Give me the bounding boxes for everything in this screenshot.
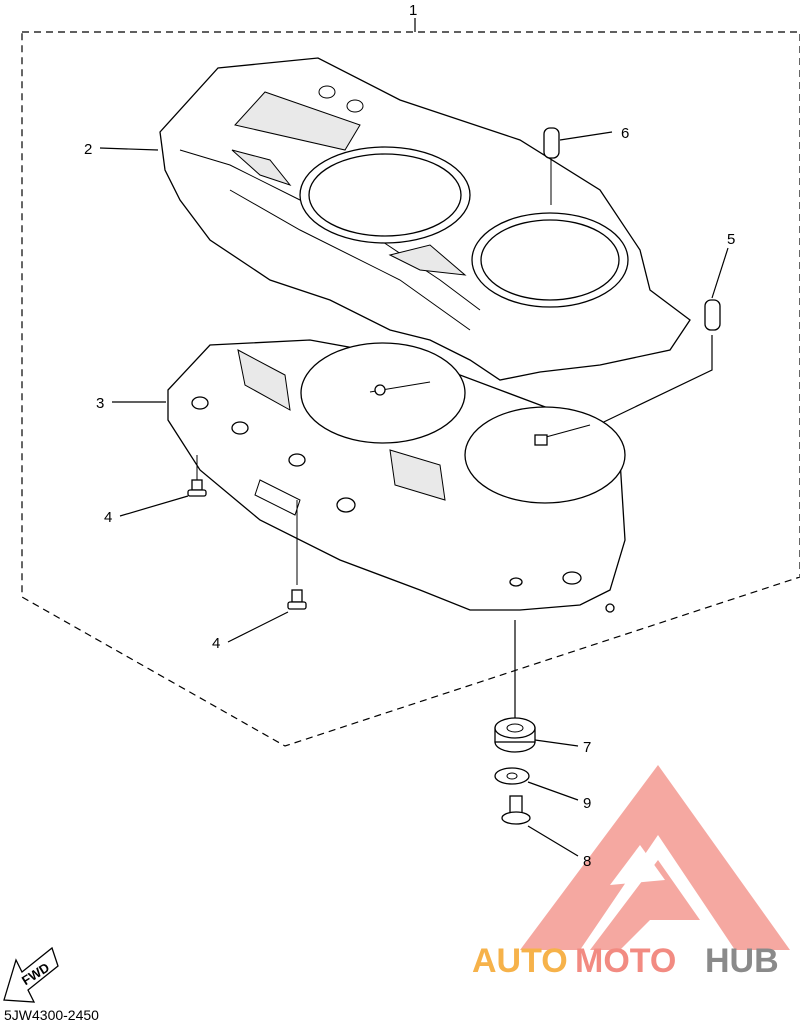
screw-4a <box>187 455 207 497</box>
callout-6: 6 <box>621 125 629 142</box>
leader-9 <box>527 781 579 801</box>
bulb-6 <box>543 127 560 205</box>
grommet-7 <box>494 717 536 753</box>
screw-4b <box>287 500 307 610</box>
bolt-8 <box>501 795 531 825</box>
part-code: 5JW4300-2450 <box>4 1007 99 1023</box>
washer-9 <box>494 767 530 785</box>
leader-4a <box>119 495 189 517</box>
leader-8 <box>527 825 579 857</box>
callout-5: 5 <box>727 231 735 248</box>
watermark-auto: AUTO <box>472 942 568 980</box>
meter-cover <box>159 57 691 381</box>
leader-6 <box>559 131 613 141</box>
watermark-hub: HUB <box>705 942 779 980</box>
callout-8: 8 <box>583 853 591 870</box>
meter-base <box>167 339 626 613</box>
fwd-arrow-icon: FWD <box>3 946 59 1003</box>
leader-4b <box>227 611 289 643</box>
watermark-moto: MOTO <box>575 942 676 980</box>
callout-9: 9 <box>583 795 591 812</box>
callout-4b: 4 <box>212 635 220 652</box>
leader-2 <box>99 147 159 151</box>
callout-2: 2 <box>84 141 92 158</box>
watermark-text: AUTO MOTO HUB <box>472 942 779 980</box>
leader-7 <box>534 739 579 747</box>
watermark-logo <box>520 765 790 950</box>
callout-4a: 4 <box>104 509 112 526</box>
bulb-5 <box>704 299 721 331</box>
callout-7: 7 <box>583 739 591 756</box>
callout-3: 3 <box>96 395 104 412</box>
assembly-boundary <box>21 31 800 747</box>
leader-5 <box>711 247 729 299</box>
callout-1: 1 <box>409 2 417 19</box>
